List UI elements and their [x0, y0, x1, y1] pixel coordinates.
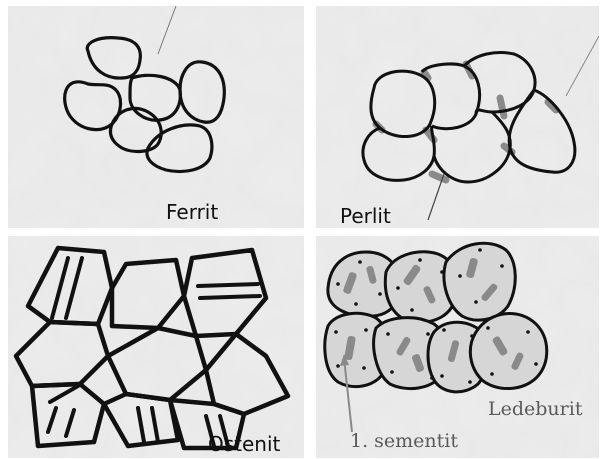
austenite-grains: [8, 236, 304, 458]
pearlite-grains: [316, 6, 599, 228]
ferrite-grains: [8, 6, 304, 228]
panel-perlit: Perlit: [316, 6, 599, 228]
label-perlit: Perlit: [340, 206, 391, 226]
label-ferrit: Ferrit: [166, 202, 218, 222]
panel-ferrit: Ferrit: [8, 6, 304, 228]
panel-ledeburit: Ledeburit 1. sementit: [316, 236, 599, 458]
ledeburite-grains: [316, 236, 599, 458]
label-ostenit: Ostenit: [208, 434, 280, 454]
paper-texture: [316, 6, 599, 228]
panel-ostenit: Ostenit: [8, 236, 304, 458]
label-sementit: 1. sementit: [350, 432, 458, 451]
label-ledeburit: Ledeburit: [488, 400, 582, 419]
